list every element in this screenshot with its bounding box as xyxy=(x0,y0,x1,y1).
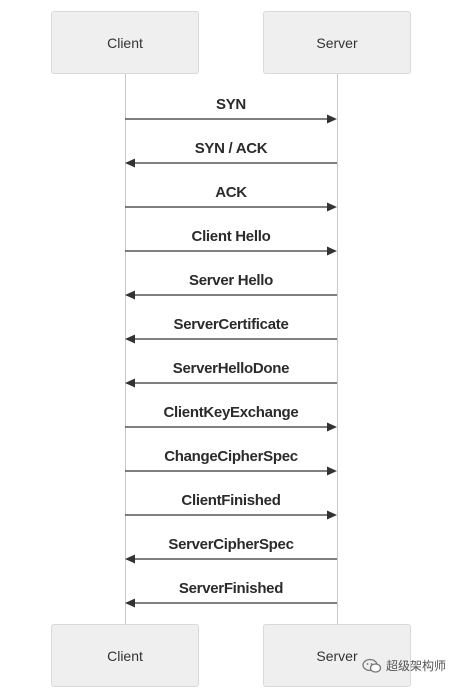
client-lifeline xyxy=(125,74,126,624)
message-label-4: Client Hello xyxy=(191,228,271,245)
arrowhead-1 xyxy=(327,114,337,124)
message-label-7: ServerHelloDone xyxy=(172,360,290,377)
message-label-11: ServerCipherSpec xyxy=(168,536,294,553)
message-label-6: ServerCertificate xyxy=(173,316,289,333)
arrowhead-3 xyxy=(327,202,337,212)
client-actor-bottom: Client xyxy=(51,624,199,687)
watermark-text: 超级架构师 xyxy=(386,659,447,673)
arrowhead-5 xyxy=(125,290,135,300)
arrowhead-12 xyxy=(125,598,135,608)
message-label-5: Server Hello xyxy=(189,272,273,289)
message-label-8: ClientKeyExchange xyxy=(163,404,299,421)
message-label-1: SYN xyxy=(216,96,246,113)
arrowhead-4 xyxy=(327,246,337,256)
arrowhead-10 xyxy=(327,510,337,520)
message-label-2: SYN / ACK xyxy=(194,140,268,157)
message-label-12: ServerFinished xyxy=(178,580,284,597)
watermark: 超级架构师 xyxy=(362,657,446,674)
message-label-3: ACK xyxy=(215,184,247,201)
message-label-9: ChangeCipherSpec xyxy=(164,448,298,465)
server-actor-bottom: Server xyxy=(263,624,411,687)
arrowhead-7 xyxy=(125,378,135,388)
wechat-icon xyxy=(362,658,382,673)
message-label-10: ClientFinished xyxy=(181,492,281,509)
client-actor-top: Client xyxy=(51,11,199,74)
arrowhead-6 xyxy=(125,334,135,344)
arrowhead-8 xyxy=(327,422,337,432)
arrowhead-11 xyxy=(125,554,135,564)
arrowhead-2 xyxy=(125,158,135,168)
server-lifeline xyxy=(337,74,338,624)
arrowhead-9 xyxy=(327,466,337,476)
server-actor-top: Server xyxy=(263,11,411,74)
